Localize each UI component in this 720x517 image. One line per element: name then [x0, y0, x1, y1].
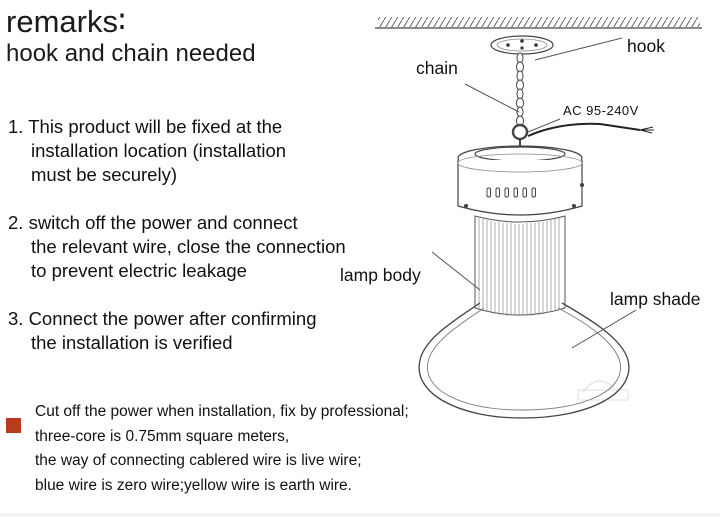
leader-lines	[431, 37, 637, 349]
bottom-border	[0, 513, 720, 517]
chain	[511, 52, 529, 150]
step-line: 1. This product will be fixed at the	[8, 116, 283, 137]
lamp-body	[474, 215, 566, 316]
watermark-logo	[577, 380, 629, 401]
step-line: to prevent electric leakage	[31, 260, 247, 281]
note-line: the way of connecting cablered wire is l…	[35, 452, 362, 469]
note-line: Cut off the power when installation, fix…	[35, 403, 409, 420]
hook-mount	[490, 35, 554, 55]
voltage-label: AC 95-240V	[563, 103, 639, 118]
step-line: 2. switch off the power and connect	[8, 212, 298, 233]
step-line: installation location (installation	[31, 140, 287, 161]
step-line: the relevant wire, close the connection	[31, 236, 346, 257]
ceiling	[375, 17, 702, 29]
step-3: 3. Connect the power after confirming th…	[8, 307, 317, 355]
lamp-top	[457, 145, 585, 216]
note-line: three-core is 0.75mm square meters,	[35, 428, 290, 445]
lamp-shade	[418, 302, 630, 419]
step-line: must be securely)	[31, 164, 177, 185]
step-line: 3. Connect the power after confirming	[8, 308, 317, 329]
note-bullet-square	[6, 418, 21, 433]
lamp-body-label: lamp body	[340, 265, 421, 285]
hook-label: hook	[627, 36, 665, 56]
remarks-subtitle: hook and chain needed	[6, 40, 256, 67]
power-cable	[527, 122, 654, 137]
step-1: 1. This product will be fixed at the ins…	[8, 115, 286, 187]
chain-label: chain	[416, 58, 458, 78]
step-2: 2. switch off the power and connect the …	[8, 211, 346, 283]
lamp-shade-label: lamp shade	[610, 289, 701, 309]
step-line: the installation is verified	[31, 332, 233, 353]
note-line: blue wire is zero wire;yellow wire is ea…	[35, 477, 352, 494]
remarks-title: remarks∶	[6, 4, 127, 39]
